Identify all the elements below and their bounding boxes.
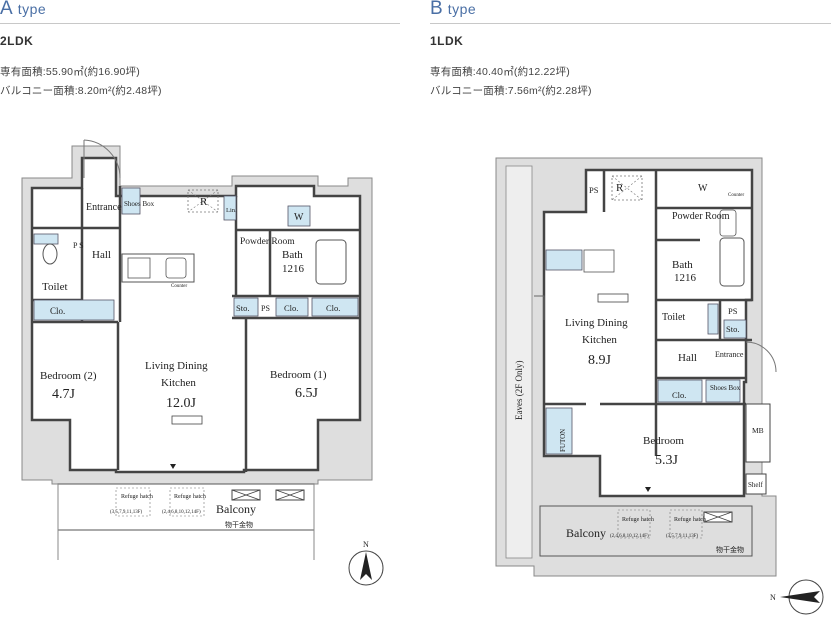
b-compass-icon: N bbox=[770, 579, 824, 615]
a-lin-label: Lin. bbox=[226, 207, 237, 214]
a-ps2-label: PS bbox=[261, 304, 270, 313]
a-compass-icon: N bbox=[348, 540, 384, 586]
b-living-label: Living Dining bbox=[565, 317, 628, 329]
a-w-label: W bbox=[294, 212, 304, 223]
type-a-floor-plan: Entrance Shoes Box R Lin. W Counter Hall… bbox=[21, 139, 384, 586]
a-kitchen-label: Kitchen bbox=[161, 377, 196, 389]
a-sto-label: Sto. bbox=[236, 303, 249, 313]
a-balcony-label: Balcony bbox=[216, 502, 256, 516]
a-shoes-box-label: Shoes Box bbox=[124, 200, 155, 208]
a-bath-label: Bath bbox=[282, 249, 303, 261]
b-counter-label: Counter bbox=[728, 193, 744, 198]
a-ps-label: P S bbox=[73, 241, 84, 250]
type-b-layout: 1LDK bbox=[430, 34, 464, 48]
b-bath-label: Bath bbox=[672, 259, 693, 271]
a-living-label: Living Dining bbox=[145, 360, 208, 372]
a-bedroom2-label: Bedroom (2) bbox=[40, 370, 97, 382]
a-living-size: 12.0J bbox=[166, 396, 197, 411]
a-compass-n: N bbox=[363, 540, 369, 549]
a-toilet-label: Toilet bbox=[42, 281, 68, 293]
b-monohoshi-label: 物干金物 bbox=[716, 545, 744, 554]
b-powder-room-label: Powder Room bbox=[672, 211, 730, 222]
b-refuge2-label: Refuge hatch bbox=[674, 516, 706, 523]
a-clo-right-label: Clo. bbox=[326, 303, 340, 313]
b-shelf-label: Shelf bbox=[748, 481, 763, 489]
a-bedroom1-label: Bedroom (1) bbox=[270, 369, 327, 381]
b-kitchen-label: Kitchen bbox=[582, 334, 617, 346]
a-clo-mid-label: Clo. bbox=[284, 303, 298, 313]
b-bedroom-size: 5.3J bbox=[655, 453, 679, 468]
type-a-letter: A bbox=[0, 0, 13, 19]
b-bath-size: 1216 bbox=[674, 272, 697, 284]
type-b-letter: B bbox=[430, 0, 443, 19]
type-b-word: type bbox=[447, 1, 477, 17]
b-w-label: W bbox=[698, 183, 708, 194]
type-a-balcony-area: バルコニー面積:8.20m²(約2.48坪) bbox=[0, 85, 162, 97]
b-futon-label: FUTON bbox=[559, 429, 567, 452]
type-a-exclusive-area: 専有面積:55.90㎡(約16.90坪) bbox=[0, 66, 140, 78]
b-balcony-label: Balcony bbox=[566, 526, 606, 540]
a-bath-size: 1216 bbox=[282, 263, 305, 275]
b-bedroom-label: Bedroom bbox=[643, 435, 684, 447]
type-a-layout: 2LDK bbox=[0, 34, 34, 48]
b-hall-label: Hall bbox=[678, 352, 697, 364]
type-b-exclusive-area: 専有面積:40.40㎡(約12.22坪) bbox=[430, 66, 570, 78]
a-counter-label: Counter bbox=[171, 284, 187, 289]
type-a-word: type bbox=[17, 1, 47, 17]
b-refuge1-floors: (2,4,6,8,10,12,14F) bbox=[610, 534, 649, 539]
a-hall-label: Hall bbox=[92, 249, 111, 261]
b-r-label: R bbox=[616, 182, 624, 194]
b-refuge1-label: Refuge hatch bbox=[622, 516, 654, 523]
type-a-divider bbox=[0, 23, 400, 24]
b-ps-label: PS bbox=[589, 185, 599, 195]
b-shoes-box-label: Shoes Box bbox=[710, 384, 741, 392]
a-powder-room-label: Powder Room bbox=[240, 237, 295, 247]
b-toilet-label: Toilet bbox=[662, 312, 685, 323]
type-b-heading: B type bbox=[430, 0, 476, 24]
a-entrance-label: Entrance bbox=[86, 202, 122, 213]
b-refuge2-floors: (3,5,7,9,11,13F) bbox=[666, 534, 699, 539]
a-refuge1-label: Refuge hatch bbox=[121, 493, 153, 500]
type-a-heading: A type bbox=[0, 0, 46, 24]
b-sto-label: Sto. bbox=[726, 324, 739, 334]
b-ps2-label: PS bbox=[728, 306, 738, 316]
b-clo-label: Clo. bbox=[672, 390, 686, 400]
a-bedroom2-size: 4.7J bbox=[52, 387, 76, 402]
a-refuge2-floors: (2,4,6,8,10,12,14F) bbox=[162, 510, 201, 515]
a-clo-left-label: Clo. bbox=[50, 306, 65, 316]
b-mb-label: MB bbox=[752, 426, 764, 435]
a-refuge2-label: Refuge hatch bbox=[174, 493, 206, 500]
a-bedroom1-size: 6.5J bbox=[295, 386, 319, 401]
a-r-label: R bbox=[200, 196, 208, 208]
type-b-balcony-area: バルコニー面積:7.56m²(約2.28坪) bbox=[430, 85, 592, 97]
b-eaves-label: Eaves (2F Only) bbox=[514, 361, 524, 421]
b-living-size: 8.9J bbox=[588, 353, 612, 368]
type-b-divider bbox=[430, 23, 831, 24]
b-entrance-label: Entrance bbox=[715, 350, 744, 359]
a-refuge1-floors: (3,5,7,9,11,13F) bbox=[110, 510, 143, 515]
b-compass-n: N bbox=[770, 593, 776, 602]
a-monohoshi-label: 物干金物 bbox=[225, 520, 253, 529]
